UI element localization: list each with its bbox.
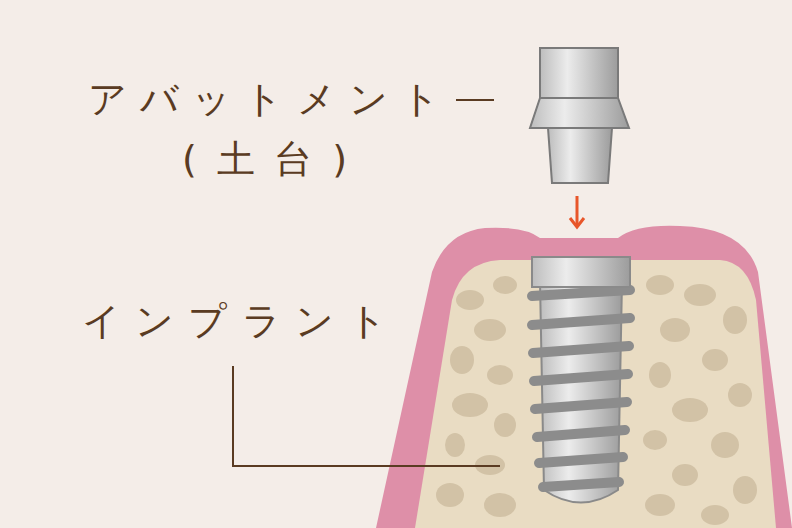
bone bbox=[415, 260, 776, 528]
part-label: インプラント bbox=[82, 299, 401, 345]
bone-texture bbox=[436, 275, 757, 525]
implant-fixture bbox=[532, 257, 630, 503]
gum bbox=[376, 226, 792, 528]
part-label: アバットメント bbox=[88, 77, 453, 123]
part-label: (土台) bbox=[182, 137, 367, 183]
insert-arrow bbox=[570, 196, 584, 227]
abutment bbox=[530, 48, 629, 183]
leader-line bbox=[233, 366, 500, 466]
leader-line bbox=[456, 99, 494, 101]
